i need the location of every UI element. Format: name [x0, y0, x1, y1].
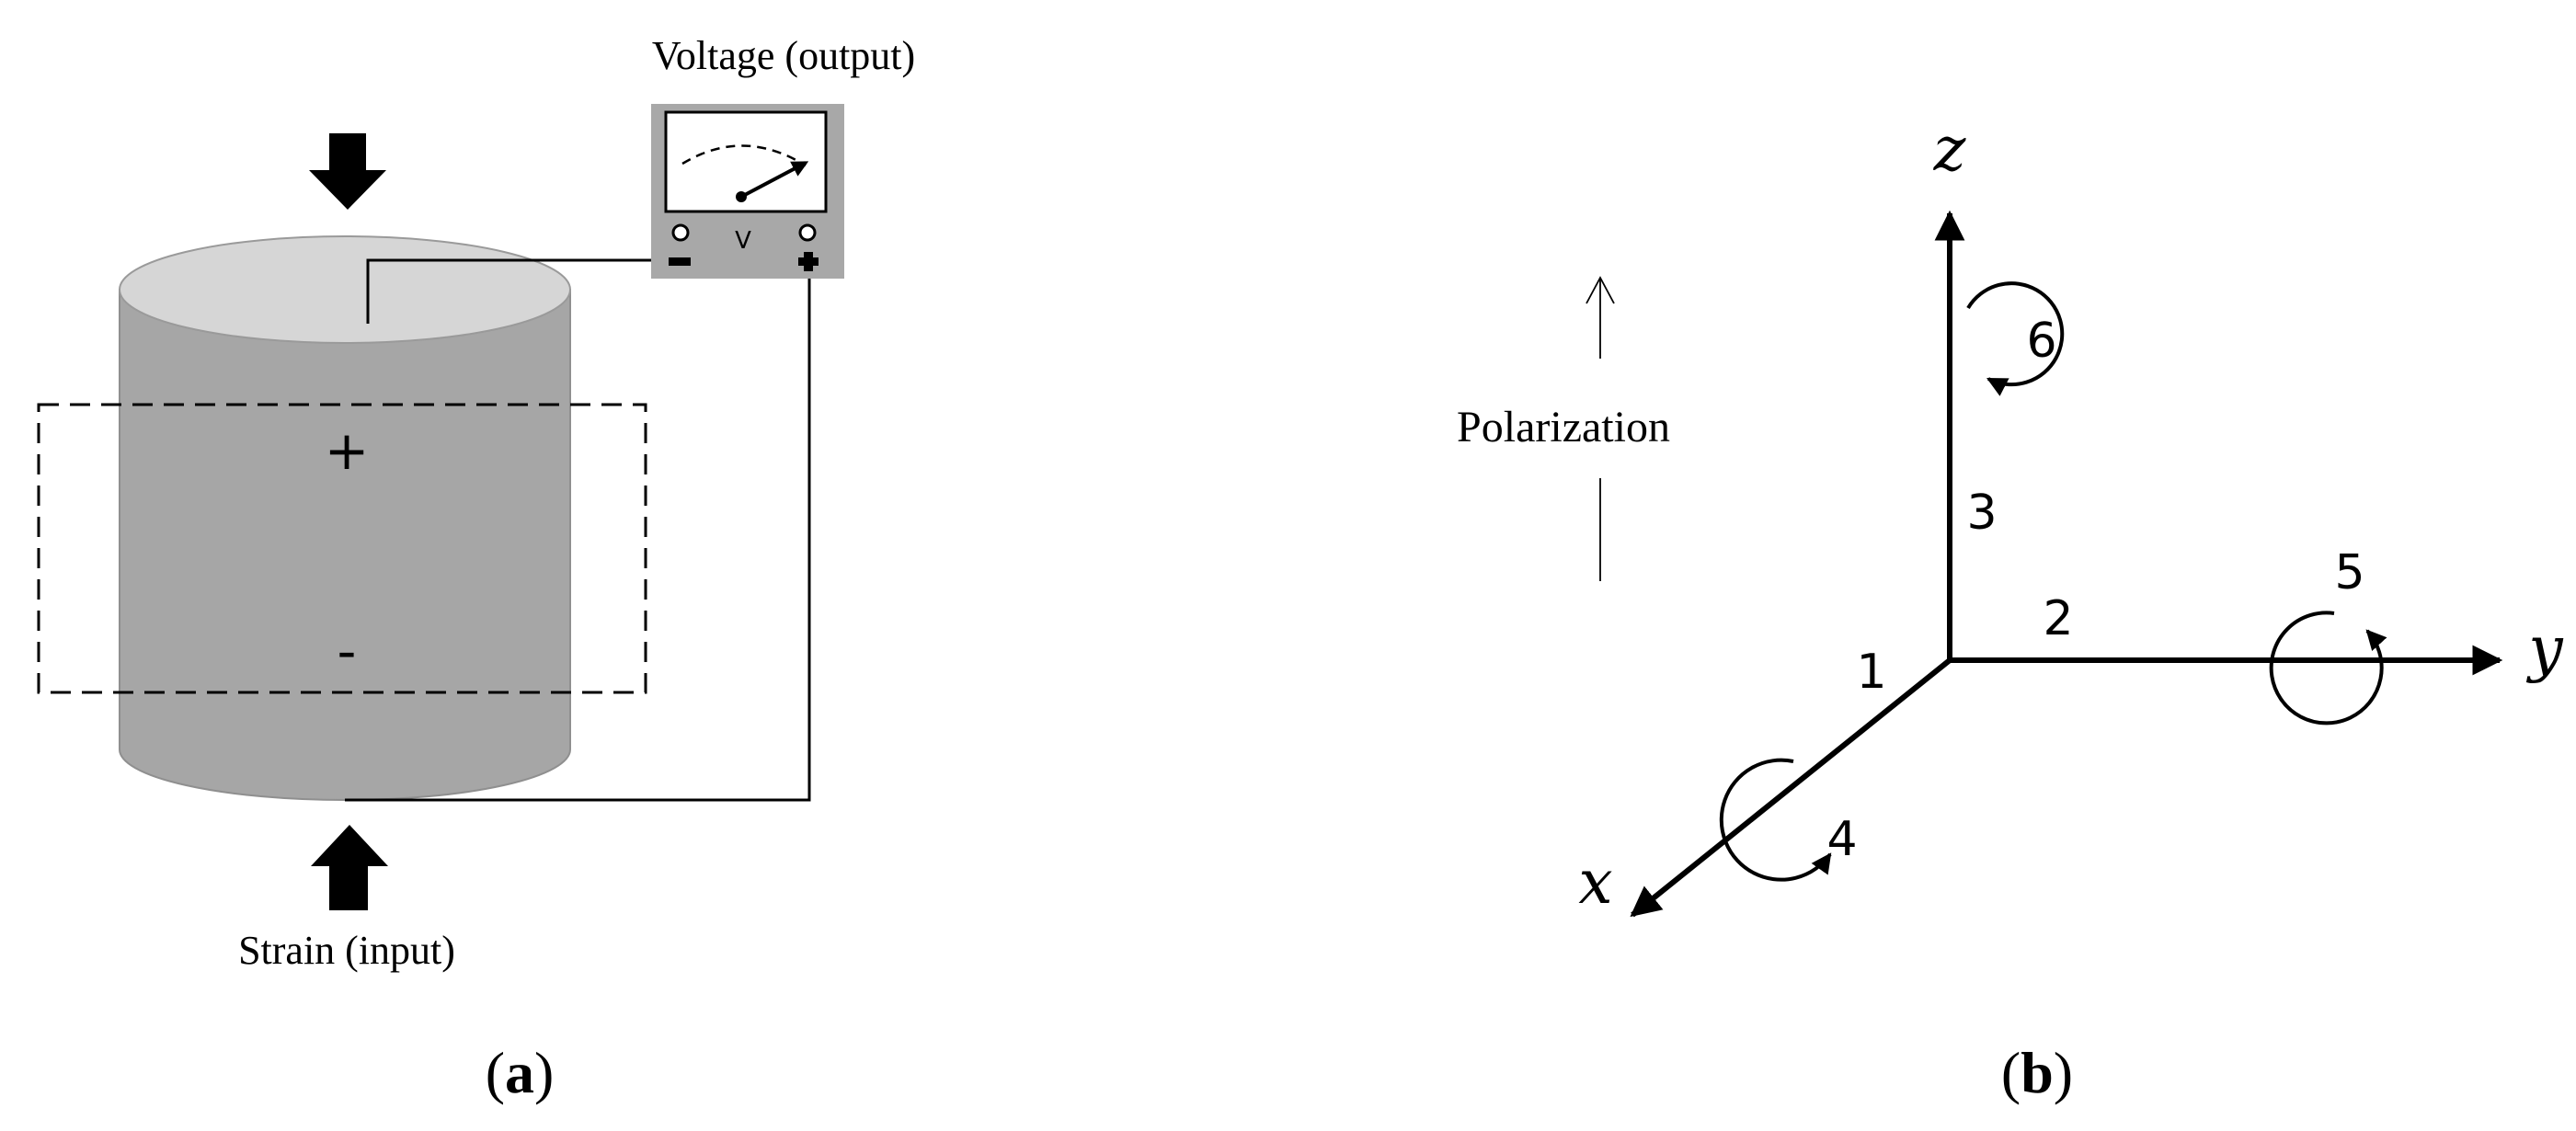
- x-axis: [1630, 657, 1952, 918]
- voltmeter: V: [651, 104, 844, 279]
- cylinder-body: [119, 289, 571, 801]
- rotation-6-arrow: [1966, 281, 2065, 396]
- positive-terminal-symbol: [798, 252, 819, 271]
- axis-index-2: 2: [2043, 591, 2073, 646]
- x-axis-label: x: [1578, 847, 1612, 918]
- plus-sign: +: [325, 419, 370, 482]
- strain-input-label: Strain (input): [238, 928, 455, 973]
- rotation-index-6: 6: [2026, 314, 2056, 369]
- minus-sign: -: [338, 620, 357, 682]
- dashed-section-box: [37, 403, 647, 694]
- voltmeter-needle: [740, 161, 809, 199]
- voltage-output-label: Voltage (output): [652, 33, 915, 78]
- caption-b: (b): [2001, 1040, 2073, 1105]
- rotation-index-4: 4: [1826, 812, 1857, 867]
- z-axis-label: z: [1933, 114, 1967, 185]
- wire-negative: [366, 258, 676, 324]
- panel-b: Polarization z y x 1 2 3 6 5 4 (b): [1457, 114, 2563, 1105]
- rotation-index-5: 5: [2334, 545, 2364, 600]
- voltmeter-unit: V: [735, 227, 751, 255]
- terminal-positive: [798, 223, 817, 242]
- terminal-negative: [671, 223, 690, 242]
- y-axis-label: y: [2525, 613, 2563, 684]
- wire-positive: [345, 260, 811, 802]
- caption-a: (a): [486, 1040, 555, 1105]
- cylinder-top-face: [119, 235, 571, 344]
- compression-arrow-top: [309, 133, 386, 210]
- rotation-4-arrow: [1719, 758, 1832, 882]
- polarization-arrowhead: [1586, 276, 1615, 304]
- compression-arrow-bottom: [311, 825, 388, 910]
- axis-index-1: 1: [1856, 645, 1886, 700]
- polarization-label: Polarization: [1457, 403, 1670, 451]
- panel-a: + - V Voltage (output) Strain (input) (a…: [37, 33, 915, 1105]
- voltmeter-scale-arc: [681, 144, 807, 167]
- piezo-cylinder: [119, 235, 571, 801]
- negative-terminal-symbol: [669, 257, 691, 266]
- rotation-5-arrow: [2269, 611, 2387, 725]
- axis-index-3: 3: [1966, 486, 1997, 541]
